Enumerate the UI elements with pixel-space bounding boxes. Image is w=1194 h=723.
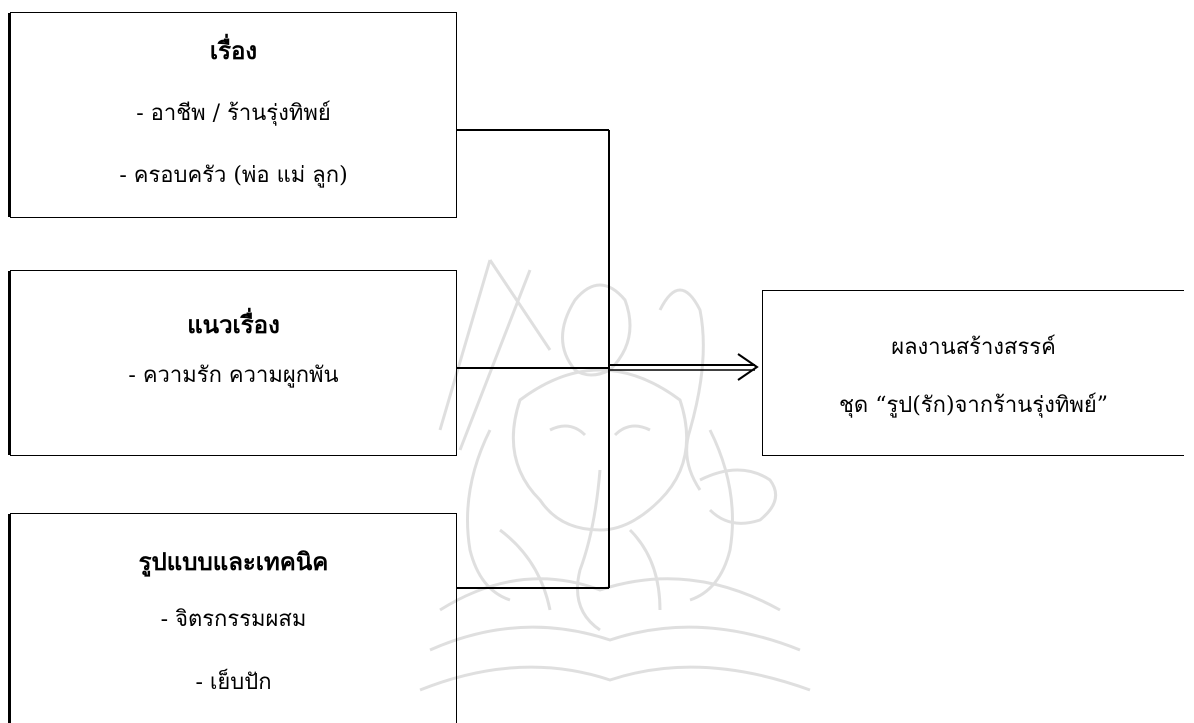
box-theme-line-1: - ความรัก ความผูกพัน xyxy=(128,363,339,388)
box-border-accent xyxy=(8,271,11,455)
box-style-title: รูปแบบและเทคนิค xyxy=(138,547,329,576)
box-result-line-2: ชุด “รูป(รัก)จากร้านรุ่งทิพย์” xyxy=(838,393,1109,418)
box-story-line-2: - ครอบครัว (พ่อ แม่ ลูก) xyxy=(119,163,348,188)
box-story-title: เรื่อง xyxy=(209,36,258,65)
box-story-line-1: - อาชีพ / ร้านรุ่งทิพย์ xyxy=(136,101,331,126)
box-result: ผลงานสร้างสรรค์ ชุด “รูป(รัก)จากร้านรุ่ง… xyxy=(762,290,1184,456)
arrowhead-icon xyxy=(737,353,759,381)
box-border-accent xyxy=(8,514,11,723)
box-theme: แนวเรื่อง - ความรัก ความผูกพัน xyxy=(8,270,457,456)
box-style-line-1: - จิตรกรรมผสม xyxy=(160,607,307,632)
ganesha-emblem-icon xyxy=(419,259,811,692)
box-border-accent xyxy=(8,13,11,217)
box-result-line-1: ผลงานสร้างสรรค์ xyxy=(891,335,1056,360)
box-theme-title: แนวเรื่อง xyxy=(187,310,280,339)
box-story: เรื่อง - อาชีพ / ร้านรุ่งทิพย์ - ครอบครั… xyxy=(8,12,457,218)
box-style: รูปแบบและเทคนิค - จิตรกรรมผสม - เย็บปัก xyxy=(8,513,457,723)
box-style-line-2: - เย็บปัก xyxy=(195,670,272,695)
